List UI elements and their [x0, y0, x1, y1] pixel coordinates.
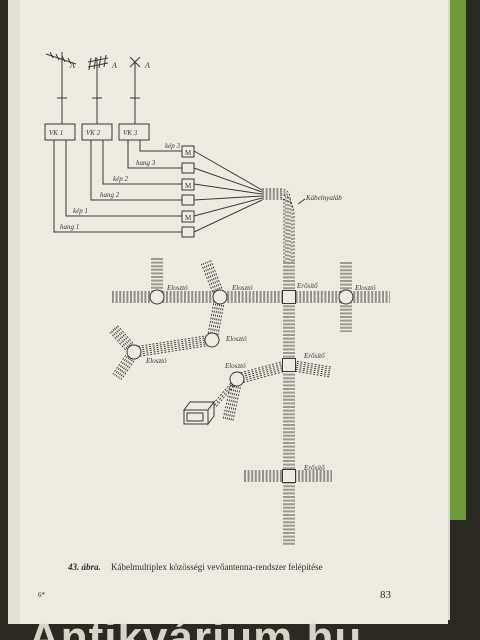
signal-label-kep2: kép 2 — [113, 175, 128, 183]
amplifier-node-label: Erősítő — [296, 282, 318, 290]
signal-label-hang1: hang 1 — [60, 223, 79, 231]
drop-cable — [212, 377, 239, 408]
distributor-node — [212, 289, 228, 305]
main-trunk-cable — [283, 262, 295, 545]
signal-label-kep1: kép 1 — [73, 207, 88, 215]
distributor-label: Elosztó — [225, 335, 247, 343]
distributor-label: Elosztó — [166, 284, 188, 292]
bundle-fan-lines — [193, 150, 263, 233]
antenna-label: A — [144, 61, 150, 70]
caption-text: Kábelmultiplex közösségi vevőantenna-ren… — [111, 562, 323, 572]
amplifier-label: VK 1 — [49, 129, 63, 137]
stub-cable — [340, 262, 352, 332]
distributor-node — [126, 344, 142, 360]
page-number: 83 — [380, 589, 392, 601]
distributor-label: Elosztó — [224, 362, 246, 370]
amplifier-vk2: VK 2 — [81, 123, 113, 141]
green-book-edge — [446, 0, 466, 520]
amplifier-node — [282, 358, 296, 372]
distributor-node — [229, 371, 245, 387]
module-label: M — [185, 182, 192, 190]
branch-cable — [133, 334, 213, 358]
branch-cable — [200, 259, 226, 300]
network-nodes — [126, 289, 354, 483]
amplifier-vk3: VK 3 — [118, 123, 150, 141]
amplifier-node-label: Erősítő — [303, 352, 325, 360]
amplifier-node-label: Erősítő — [303, 464, 325, 472]
signature-mark: 6* — [38, 591, 46, 599]
distributor-label: Elosztó — [354, 284, 376, 292]
amplifier-label: VK 3 — [123, 129, 138, 137]
amplifier-label: VK 2 — [86, 129, 101, 137]
module-label: M — [185, 214, 192, 222]
signal-label-kep3: kép 3 — [165, 142, 180, 150]
antenna-2: A — [87, 54, 117, 124]
signal-label-hang3: hang 3 — [136, 159, 156, 167]
figure-caption: 43. ábra. Kábelmultiplex közösségi vevőa… — [67, 562, 323, 572]
caption-number: 43. ábra. — [67, 562, 101, 572]
watermark-logo: Antikvárium.hu — [28, 613, 362, 640]
signal-label-hang2: hang 2 — [100, 191, 120, 199]
book-page — [8, 0, 448, 624]
antenna-label: A — [69, 61, 75, 70]
cable-multiplex-diagram: A A A VK 1 VK 2 — [44, 51, 342, 238]
module-label: M — [185, 149, 192, 157]
antenna-1: A — [45, 51, 77, 124]
amplifier-vk1: VK 1 — [44, 123, 76, 141]
page-gutter-shadow — [8, 0, 20, 624]
cable-label-leader — [297, 198, 306, 205]
tv-receiver — [183, 400, 215, 426]
distributor-node — [338, 289, 354, 305]
distributor-label: Elosztó — [145, 357, 167, 365]
distributor-node — [149, 289, 165, 305]
cable-bundle-label: Kábelnyaláb — [305, 194, 342, 202]
amplifier-node — [282, 290, 296, 304]
branch-cable — [235, 359, 291, 385]
amplifier-node — [282, 469, 296, 483]
antenna-label: A — [111, 61, 117, 70]
trunk-bend — [262, 188, 295, 262]
antenna-3: A — [129, 56, 150, 124]
distributor-label: Elosztó — [231, 284, 253, 292]
node-labels: Elosztó Elosztó Erősítő Elosztó Elosztó … — [145, 282, 376, 472]
distributor-node — [204, 332, 220, 348]
signal-lines — [53, 140, 182, 233]
